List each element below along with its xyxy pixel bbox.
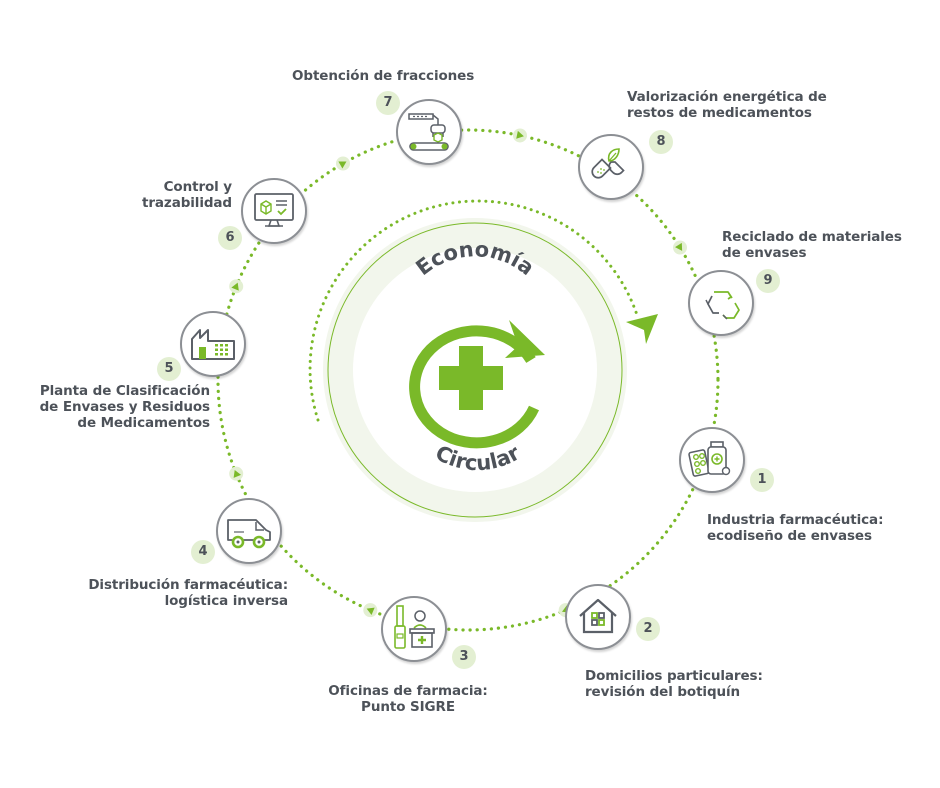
step-3-badge: 3 [452, 645, 476, 669]
step-9-label-line: de envases [722, 245, 807, 261]
recycle-icon [705, 291, 740, 320]
step-4-label-line: logística inversa [164, 593, 289, 609]
step-9-label: Reciclado de materiales de envases [722, 229, 902, 261]
step-9-node [688, 270, 754, 336]
step-3-label-line: Oficinas de farmacia: [328, 683, 488, 699]
medicine-bottle-blister-icon [688, 441, 731, 477]
step-6-label-line: trazabilidad [142, 195, 232, 211]
step-5-label-line: Planta de Clasificación [39, 383, 210, 399]
step-5-label-line: de Medicamentos [77, 415, 210, 431]
flow-arrow-marker [336, 156, 350, 171]
flow-arrow-marker [363, 603, 378, 618]
flow-arrow-marker [229, 279, 244, 294]
capsule-leaf-icon [591, 148, 625, 179]
step-5-node [180, 311, 246, 377]
step-2-label-line: Domicilios particulares: [585, 668, 763, 684]
step-1-badge: 1 [750, 468, 774, 492]
house-icon [579, 598, 617, 634]
step-1-node [679, 427, 745, 493]
inner-ring-line [327, 222, 623, 518]
pharmacy-cross-cycle-icon [409, 320, 545, 449]
robotic-arm-conveyor-icon [408, 113, 449, 151]
step-9-label-line: Reciclado de materiales [722, 229, 902, 245]
step-6-badge: 6 [218, 226, 242, 250]
step-2-label-line: revisión del botiquín [585, 684, 741, 700]
step-4-node [216, 498, 282, 564]
step-9-badge: 9 [756, 269, 780, 293]
flow-arrow-marker [512, 128, 527, 143]
step-7-badge: 7 [376, 91, 400, 115]
step-3-node [381, 596, 447, 662]
step-7-label-line: Obtención de fracciones [292, 68, 475, 84]
step-4-label: Distribución farmacéutica: logística inv… [88, 577, 288, 609]
step-1-label: Industria farmacéutica: ecodiseño de env… [707, 512, 883, 544]
step-8-badge: 8 [649, 130, 673, 154]
step-7-node [396, 99, 462, 165]
step-5-label: Planta de Clasificación de Envases y Res… [40, 383, 210, 431]
step-1-label-line: Industria farmacéutica: [707, 512, 884, 528]
flow-arrow-marker [673, 240, 688, 255]
step-8-label-line: Valorización energética de [627, 89, 827, 105]
inner-dotted-arc [308, 199, 640, 422]
step-7-label: Obtención de fracciones [292, 68, 474, 84]
factory-icon [191, 329, 235, 360]
step-3-label-line: Punto SIGRE [361, 699, 455, 715]
pharmacy-counter-icon [394, 605, 435, 649]
step-4-badge: 4 [191, 540, 215, 564]
step-8-label-line: restos de medicamentos [627, 105, 812, 121]
step-8-node [578, 134, 644, 200]
step-8-label: Valorización energética de restos de med… [627, 89, 827, 121]
outer-dotted-cycle [216, 128, 720, 632]
computer-monitor-icon [254, 193, 294, 227]
step-1-label-line: ecodiseño de envases [707, 528, 872, 544]
flow-arrow-marker [229, 466, 244, 481]
step-2-badge: 2 [636, 617, 660, 641]
step-5-badge: 5 [157, 357, 181, 381]
step-5-label-line: de Envases y Residuos [39, 399, 210, 415]
step-2-node [565, 584, 631, 650]
step-3-label: Oficinas de farmacia: Punto SIGRE [318, 683, 498, 715]
step-4-label-line: Distribución farmacéutica: [88, 577, 288, 593]
delivery-van-icon [227, 519, 271, 549]
step-6-label: Control y trazabilidad [142, 179, 232, 211]
step-6-node [241, 178, 307, 244]
step-2-label: Domicilios particulares: revisión del bo… [585, 668, 763, 700]
inner-arrowhead [626, 314, 658, 344]
step-6-label-line: Control y [163, 179, 233, 195]
